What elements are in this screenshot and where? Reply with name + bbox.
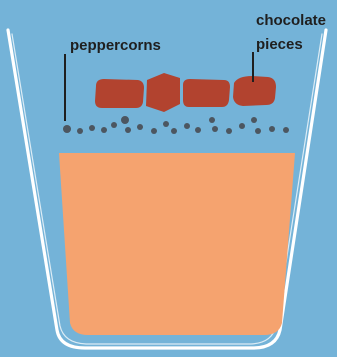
peppercorn [151, 128, 157, 134]
peppercorn [125, 127, 131, 133]
peppercorn [171, 128, 177, 134]
peppercorn [239, 123, 245, 129]
peppercorn [89, 125, 95, 131]
peppercorn [77, 128, 83, 134]
chocolate-label-line2: pieces [256, 36, 303, 53]
peppercorn [283, 127, 289, 133]
peppercorn [184, 123, 190, 129]
chocolate-label-line1: chocolate [256, 12, 326, 29]
chocolate-piece [146, 73, 180, 112]
liquid [59, 153, 295, 335]
peppercorn [121, 116, 129, 124]
peppercorn [255, 128, 261, 134]
peppercorn [195, 127, 201, 133]
chocolate-piece [183, 79, 230, 107]
peppercorn [209, 117, 215, 123]
peppercorn [137, 124, 143, 130]
peppercorn [101, 127, 107, 133]
peppercorn [251, 117, 257, 123]
peppercorns-label: peppercorns [70, 37, 161, 54]
peppercorn [163, 121, 169, 127]
peppercorn [269, 126, 275, 132]
chocolate-piece [95, 79, 144, 108]
peppercorn [212, 126, 218, 132]
peppercorn [111, 122, 117, 128]
peppercorn [226, 128, 232, 134]
peppercorn [63, 125, 71, 133]
chocolate-piece [233, 76, 276, 106]
